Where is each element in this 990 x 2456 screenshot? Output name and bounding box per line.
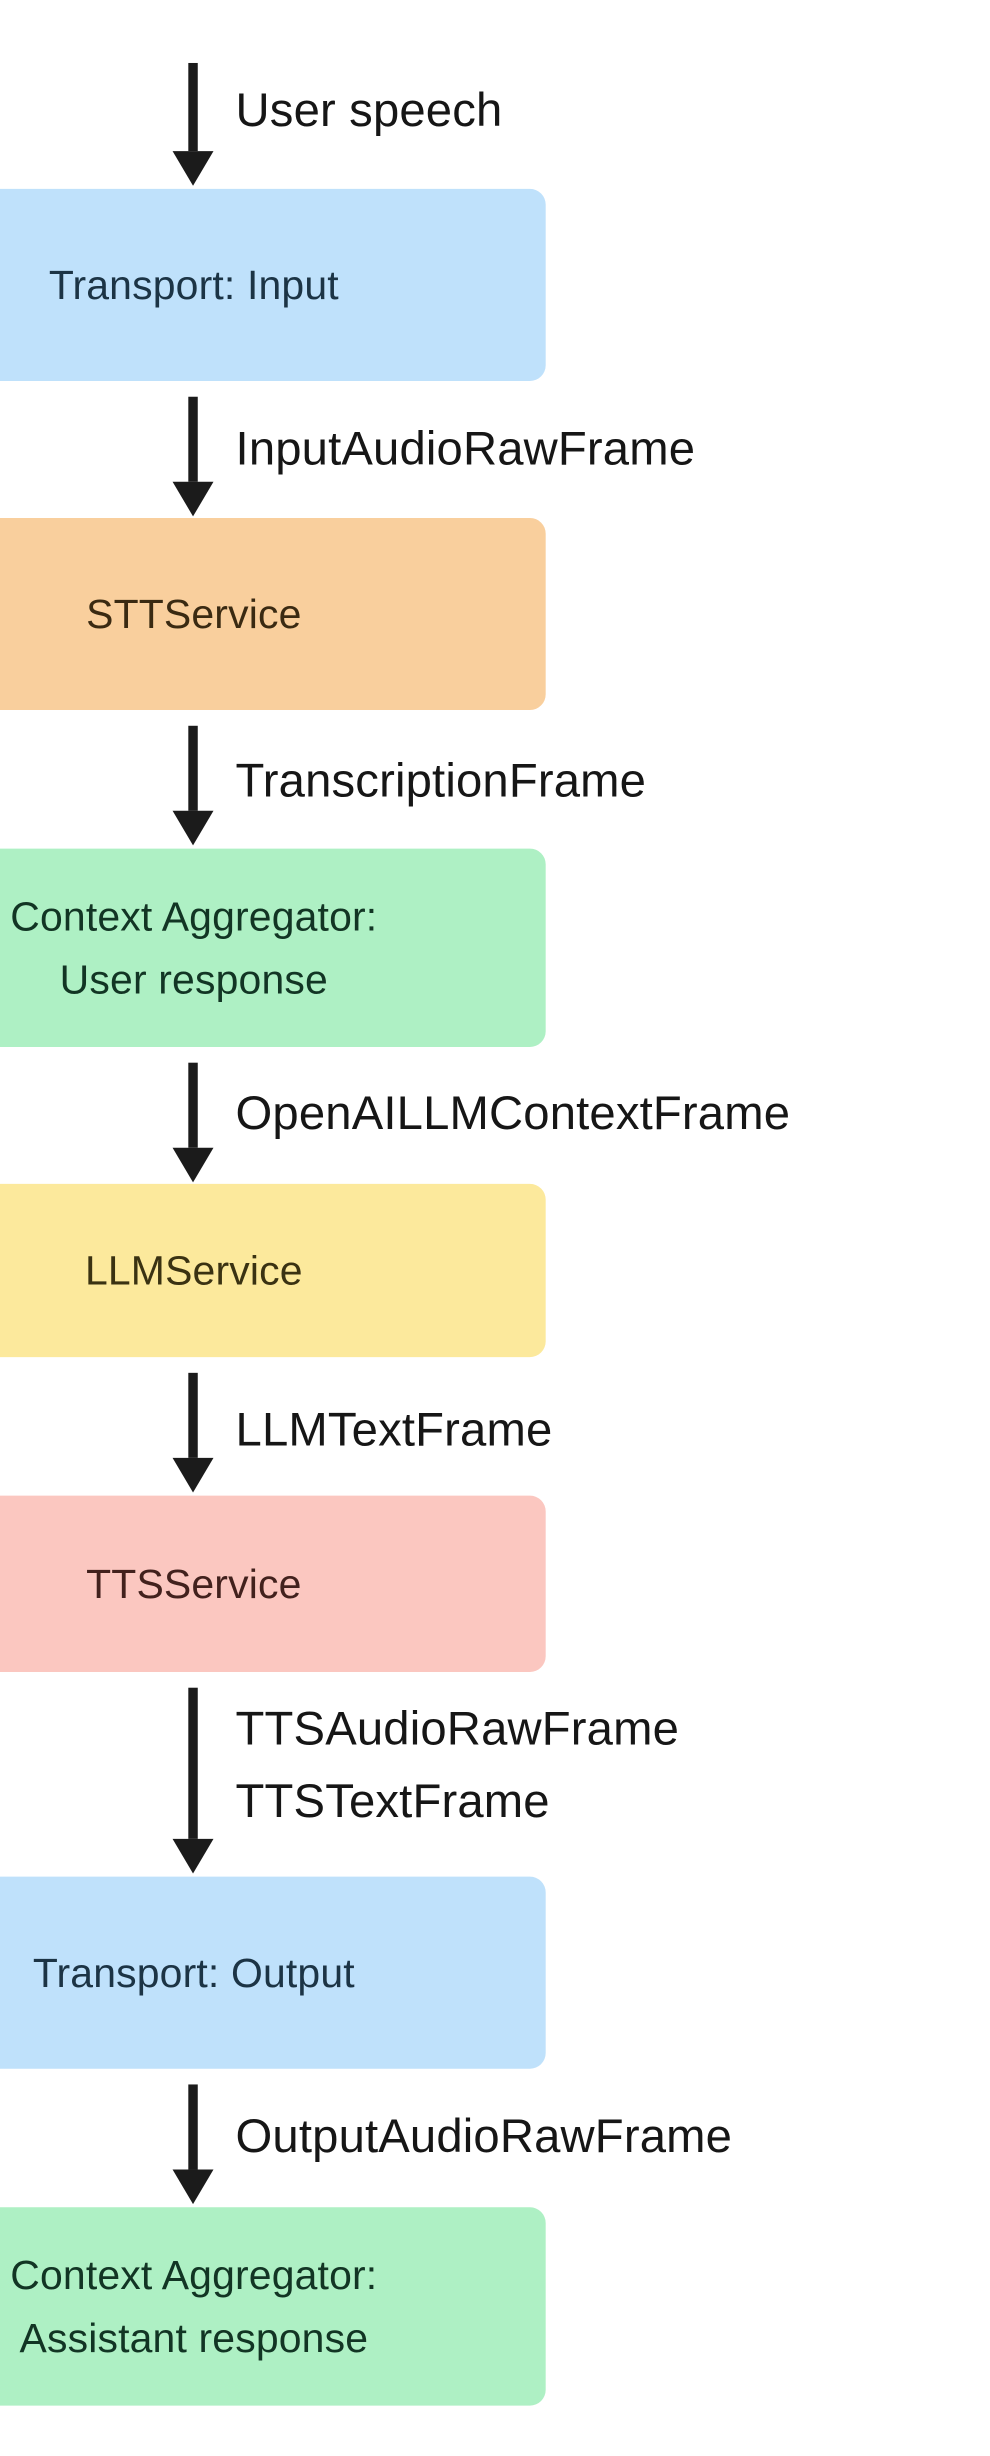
arrow-shaft	[188, 62, 198, 152]
node-context-aggregator-assistant[interactable]: Context Aggregator: Assistant response	[0, 2207, 546, 2406]
node-label-line: Assistant response	[19, 2314, 368, 2362]
arrow-input-audio-raw-frame	[172, 396, 214, 517]
edge-label-tts-frames: TTSAudioRawFrame TTSTextFrame	[235, 1694, 678, 1839]
edge-label-user-speech: User speech	[235, 76, 502, 148]
node-label-line: Transport: Output	[32, 1949, 355, 1997]
arrow-head	[172, 481, 214, 517]
edge-label-line: TTSTextFrame	[235, 1775, 550, 1828]
arrow-tts-frames	[172, 1687, 214, 1874]
node-llm-service[interactable]: LLMService	[0, 1183, 546, 1358]
edge-label-line: User speech	[235, 85, 503, 137]
node-transport-output[interactable]: Transport: Output	[0, 1876, 546, 2069]
arrow-transcription-frame	[172, 725, 214, 846]
edge-label-openai-llm-context-frame: OpenAILLMContextFrame	[235, 1078, 790, 1150]
node-context-aggregator-user[interactable]: Context Aggregator: User response	[0, 848, 546, 1047]
edge-label-output-audio-raw-frame: OutputAudioRawFrame	[235, 2102, 732, 2174]
arrow-head	[172, 1457, 214, 1493]
arrow-head	[172, 1147, 214, 1183]
arrow-head	[172, 810, 214, 846]
node-label-line: Context Aggregator:	[9, 2251, 378, 2299]
node-stt-service[interactable]: STTService	[0, 517, 546, 711]
arrow-head	[172, 151, 214, 186]
node-label-line: TTSService	[85, 1560, 302, 1608]
edge-label-input-audio-raw-frame: InputAudioRawFrame	[235, 414, 695, 486]
edge-label-line: LLMTextFrame	[235, 1404, 553, 1457]
edge-label-line: OutputAudioRawFrame	[235, 2111, 732, 2164]
arrow-shaft	[188, 725, 198, 811]
node-tts-service[interactable]: TTSService	[0, 1495, 546, 1672]
arrow-shaft	[188, 2084, 198, 2170]
arrow-head	[172, 2169, 214, 2205]
arrow-llm-text-frame	[172, 1372, 214, 1493]
node-transport-input[interactable]: Transport: Input	[0, 188, 546, 381]
arrow-shaft	[188, 396, 198, 482]
node-label-line: Context Aggregator:	[9, 892, 378, 940]
arrow-head	[172, 1838, 214, 1874]
edge-label-line: OpenAILLMContextFrame	[235, 1087, 790, 1140]
edge-label-llm-text-frame: LLMTextFrame	[235, 1395, 552, 1467]
node-label-line: Transport: Input	[48, 261, 339, 309]
arrow-shaft	[188, 1372, 198, 1458]
arrow-output-audio-raw-frame	[172, 2084, 214, 2205]
arrow-user-speech	[172, 62, 214, 186]
arrow-openai-llm-context-frame	[172, 1062, 214, 1183]
node-label-line: STTService	[85, 590, 302, 638]
edge-label-line: TranscriptionFrame	[235, 755, 646, 808]
arrow-shaft	[188, 1687, 198, 1839]
arrow-shaft	[188, 1062, 198, 1148]
node-label-line: User response	[59, 955, 328, 1003]
edge-label-line: InputAudioRawFrame	[235, 423, 695, 476]
edge-label-transcription-frame: TranscriptionFrame	[235, 746, 646, 818]
edge-label-line: TTSAudioRawFrame	[235, 1703, 679, 1756]
node-label-line: LLMService	[84, 1246, 303, 1295]
